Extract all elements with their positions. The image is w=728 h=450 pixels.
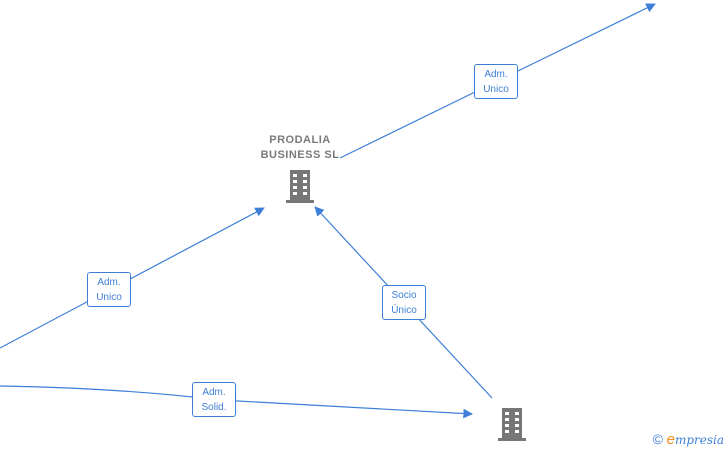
company-name-line2: BUSINESS SL — [260, 149, 340, 161]
edge-label-line2: Único — [391, 305, 417, 316]
edge-label-top-right[interactable]: Adm. Unico — [474, 64, 518, 99]
edge-label-line2: Solid. — [201, 402, 227, 413]
edge-label-line2: Unico — [483, 84, 509, 95]
company-name-line1: PRODALIA — [269, 134, 331, 146]
building-icon[interactable] — [496, 406, 528, 442]
building-icon[interactable] — [284, 168, 316, 204]
edge-line-left — [0, 207, 265, 349]
brand-name: mpresia — [674, 433, 724, 447]
footer-brand[interactable]: © empresia — [653, 431, 724, 448]
edge-label-line1: Socio — [391, 290, 417, 301]
edge-label-bottom[interactable]: Adm. Solid. — [192, 382, 236, 417]
company-name-prodalia[interactable]: PRODALIA BUSINESS SL — [240, 133, 360, 163]
edge-label-line2: Unico — [96, 292, 122, 303]
copyright-icon: © — [652, 431, 663, 447]
edge-label-line1: Adm. — [97, 277, 121, 288]
edge-line-bottom — [0, 385, 473, 419]
edge-label-line1: Adm. — [484, 69, 508, 80]
edge-label-socio[interactable]: Socio Único — [382, 285, 426, 320]
edge-label-left[interactable]: Adm. Unico — [87, 272, 131, 307]
edge-label-line1: Adm. — [202, 387, 226, 398]
brand-initial: e — [666, 431, 675, 448]
